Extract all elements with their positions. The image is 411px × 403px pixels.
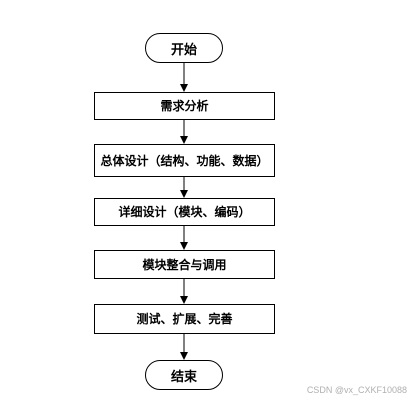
- process-label: 测试、扩展、完善: [136, 312, 233, 326]
- process-overall-design: 总体设计（结构、功能、数据）: [94, 144, 275, 177]
- process-label: 总体设计（结构、功能、数据）: [100, 153, 269, 168]
- process-detailed-design: 详细设计（模块、编码）: [94, 198, 275, 226]
- process-label: 需求分析: [160, 99, 209, 113]
- process-testing-extension: 测试、扩展、完善: [94, 304, 275, 334]
- process-module-integration: 模块整合与调用: [94, 250, 275, 279]
- watermark: CSDN @vx_CXKF10088: [306, 385, 407, 395]
- start-label: 开始: [170, 42, 197, 58]
- end-terminal: 结束: [145, 360, 223, 390]
- process-label: 模块整合与调用: [142, 257, 227, 272]
- process-requirements-analysis: 需求分析: [94, 92, 275, 120]
- start-terminal: 开始: [145, 33, 223, 63]
- process-label: 详细设计（模块、编码）: [118, 205, 251, 219]
- end-label: 结束: [170, 369, 197, 385]
